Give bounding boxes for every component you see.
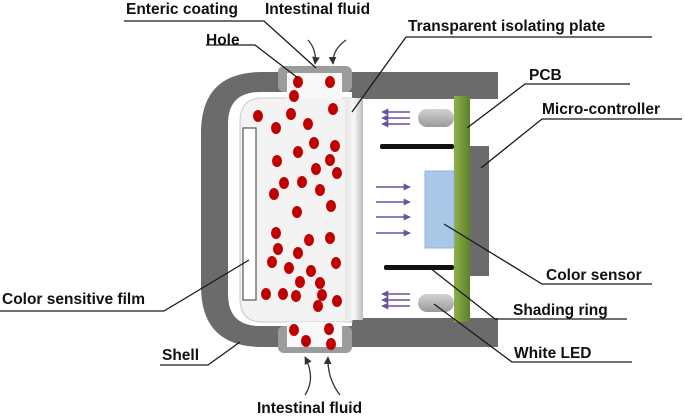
particle — [324, 323, 334, 335]
color-sensitive-film — [242, 127, 257, 301]
particle — [293, 146, 303, 158]
particle — [261, 288, 271, 300]
particle — [292, 206, 302, 218]
intestinal-fluid-arrows-bottom — [304, 356, 341, 396]
particle — [328, 103, 338, 115]
label-white-led: White LED — [514, 345, 592, 362]
particle — [332, 167, 342, 179]
label-intestinal-fluid-bottom: Intestinal fluid — [257, 400, 362, 417]
particle — [303, 118, 313, 130]
micro-controller — [470, 146, 489, 276]
particle — [313, 300, 323, 312]
particle — [293, 76, 303, 88]
white-led-bottom — [418, 294, 454, 312]
reflected-light-arrows — [376, 183, 411, 237]
particle — [289, 90, 299, 102]
label-enteric-coating: Enteric coating — [126, 1, 238, 18]
transparent-isolating-plate — [345, 98, 363, 320]
label-micro-controller: Micro-controller — [542, 101, 660, 118]
particle — [315, 277, 325, 289]
particle — [267, 256, 277, 268]
label-transparent-isolating-plate: Transparent isolating plate — [408, 18, 606, 35]
label-pcb: PCB — [529, 67, 562, 84]
particle — [289, 324, 299, 336]
particle — [325, 154, 335, 166]
particle — [332, 295, 342, 307]
particle — [326, 338, 336, 350]
particle — [278, 288, 288, 300]
particle — [293, 247, 303, 259]
particle — [269, 188, 279, 200]
shading-ring-top — [380, 144, 454, 149]
label-color-sensitive-film: Color sensitive film — [2, 291, 145, 308]
label-intestinal-fluid-top: Intestinal fluid — [265, 1, 370, 18]
particle — [253, 110, 263, 122]
particle — [271, 227, 281, 239]
particle — [311, 163, 321, 175]
particle — [330, 140, 340, 152]
label-shell: Shell — [162, 347, 199, 364]
fluid-particles — [253, 76, 342, 350]
white-led-top — [418, 109, 454, 127]
particle — [325, 232, 335, 244]
particle — [279, 177, 289, 189]
particle — [306, 265, 316, 277]
pcb — [454, 96, 470, 322]
particle — [331, 257, 341, 269]
particle — [326, 200, 336, 212]
particle — [325, 76, 335, 88]
color-sensor — [424, 170, 455, 249]
particle — [284, 262, 294, 274]
particle — [291, 290, 301, 302]
label-shading-ring: Shading ring — [513, 302, 608, 319]
particle — [271, 122, 281, 134]
led-light-arrows — [381, 108, 410, 310]
label-hole: Hole — [206, 32, 240, 49]
shading-ring-bottom — [384, 265, 454, 270]
particle — [301, 335, 311, 347]
particle — [272, 155, 282, 167]
particle — [317, 289, 327, 301]
particle — [315, 184, 325, 196]
particle — [273, 243, 283, 255]
particle — [309, 137, 319, 149]
particle — [304, 234, 314, 246]
intestinal-fluid-arrows-top — [307, 39, 347, 65]
label-color-sensor: Color sensor — [546, 267, 642, 284]
particle — [295, 276, 305, 288]
leader-lines — [0, 20, 682, 366]
particle — [297, 176, 307, 188]
particle — [286, 108, 296, 120]
